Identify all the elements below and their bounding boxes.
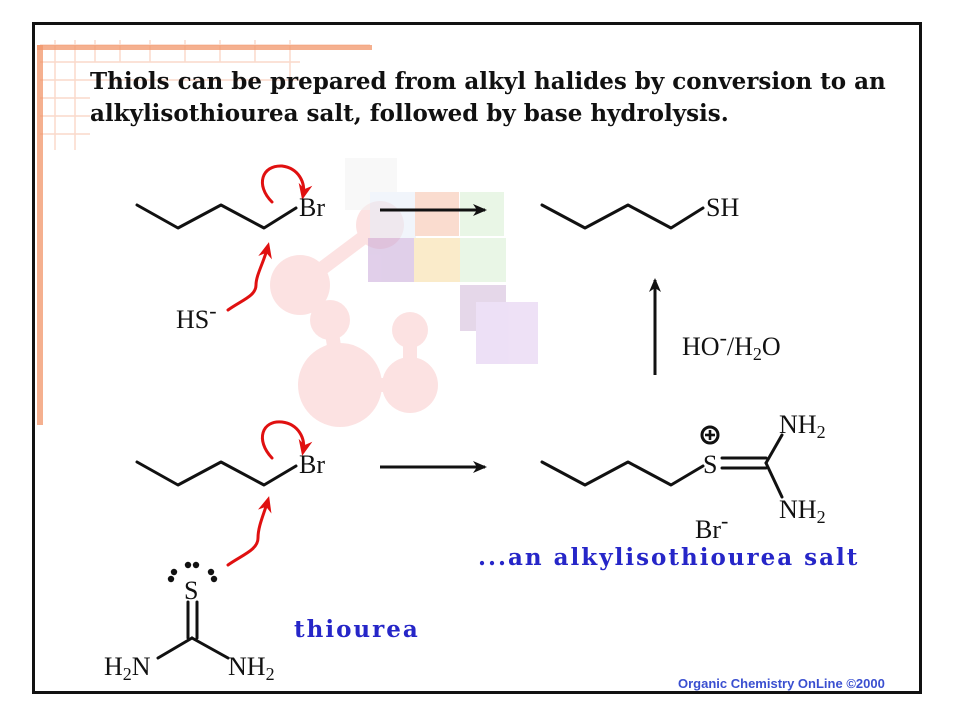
salt-caption: ...an alkylisothiourea salt	[478, 544, 860, 571]
c-n-bond-upper	[764, 433, 784, 465]
thiourea-c-n-left	[156, 636, 194, 660]
salt-chain	[540, 460, 705, 487]
circled-plus-icon	[700, 425, 720, 445]
bromide-counterion-label: Br-	[695, 508, 729, 544]
thiourea-amine-right: NH2	[228, 652, 275, 684]
thiourea-sulfur-label: S	[184, 576, 199, 605]
bromobutane-chain-bottom	[135, 460, 298, 487]
curved-arrow-leaving-top	[261, 164, 313, 204]
amine-label-upper: NH2	[779, 410, 826, 442]
page-title: Thiols can be prepared from alkyl halide…	[90, 68, 886, 127]
bromobutane-chain-top	[135, 203, 298, 230]
butanethiol-chain	[540, 203, 705, 230]
c-n-bond-lower	[764, 461, 784, 499]
molecule-watermark	[270, 201, 438, 427]
curved-arrow-attack-top	[226, 242, 272, 312]
amine-label-lower: NH2	[779, 495, 826, 527]
color-squares	[345, 158, 538, 364]
sulfur-label-salt: S	[703, 450, 718, 479]
thiourea-amine-left: H2N	[104, 652, 151, 684]
dot-pairs-icon	[167, 561, 218, 583]
bromine-label-top: Br	[299, 193, 325, 222]
left-edge-bar	[37, 45, 372, 425]
curved-arrow-leaving-bottom	[261, 420, 313, 460]
hydroxide-water-label: HO-/H2O	[682, 325, 781, 364]
bromine-label-bottom: Br	[299, 450, 325, 479]
thiourea-caption: thiourea	[294, 616, 420, 643]
thiol-group-label: SH	[706, 193, 740, 222]
curved-arrow-attack-bottom	[226, 496, 272, 567]
hydrosulfide-label: HS-	[176, 298, 217, 334]
thiourea-c-n-right	[190, 636, 230, 660]
credit-line: Organic Chemistry OnLine ©2000	[678, 676, 885, 691]
